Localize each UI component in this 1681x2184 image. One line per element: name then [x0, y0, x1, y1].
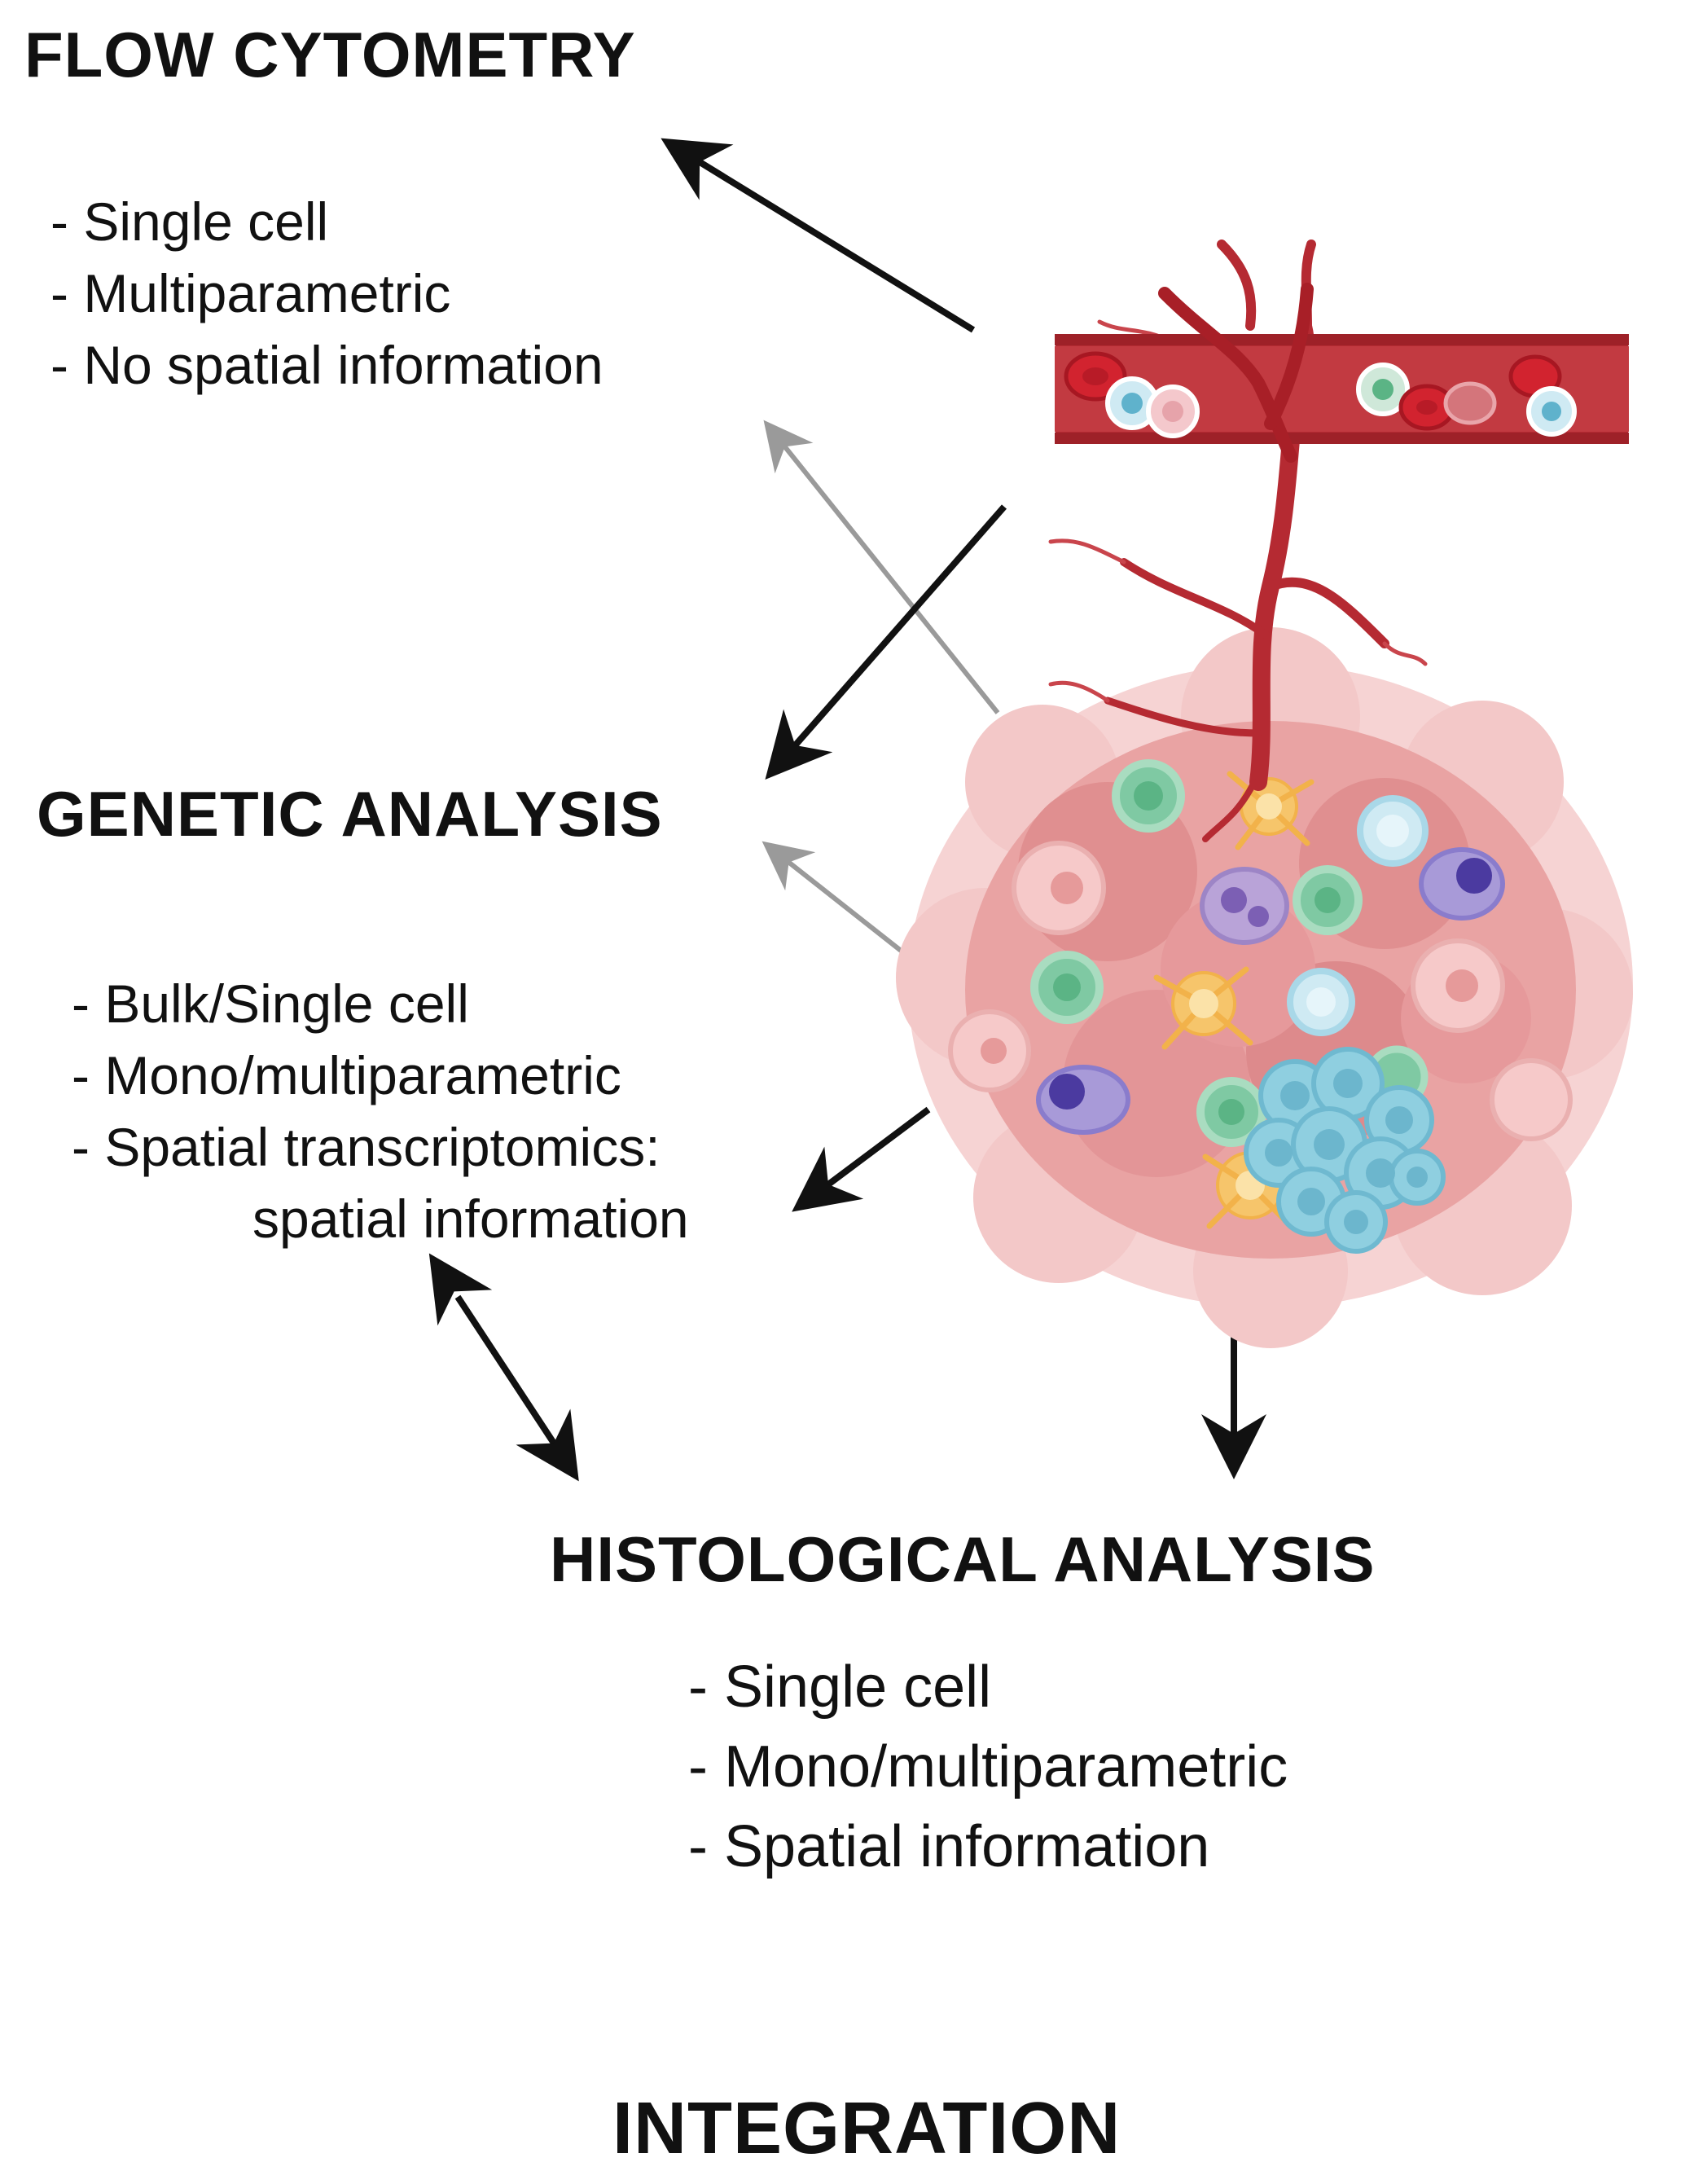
gray-arrow-to-genetic-analysis	[761, 841, 906, 956]
list-item: - No spatial information	[50, 335, 603, 395]
blood-vessel-icon	[1048, 239, 1629, 842]
double-arrow-genetic-histological	[428, 1253, 579, 1482]
list-item: - Mono/multiparametric	[72, 1045, 621, 1105]
gray-arrow-to-flow-cytometry	[763, 420, 1000, 714]
list-item-continuation: spatial information	[252, 1189, 689, 1249]
blood-cells	[1064, 351, 1577, 438]
arrow-to-genetic-analysis	[765, 504, 1007, 780]
arrow-to-spatial-transcriptomics	[792, 1106, 931, 1212]
list-item: - Multiparametric	[50, 263, 451, 323]
list-item: - Spatial transcriptomics:	[72, 1117, 661, 1177]
histological-analysis-list: - Single cell - Mono/multiparametric - S…	[688, 1647, 1288, 1887]
list-item: - Single cell	[50, 191, 329, 252]
list-item: - Mono/multiparametric	[688, 1734, 1288, 1799]
tumor-cell-cluster	[1244, 1047, 1446, 1254]
list-item: spatial information	[72, 1183, 689, 1255]
flow-cytometry-list: - Single cell - Multiparametric - No spa…	[50, 186, 603, 401]
integration-title: INTEGRATION	[612, 2088, 1121, 2169]
tumor-tissue-icon	[896, 627, 1633, 1348]
arrow-to-flow-cytometry	[661, 138, 976, 333]
list-item: - Spatial information	[688, 1814, 1210, 1879]
genetic-analysis-list: - Bulk/Single cell - Mono/multiparametri…	[72, 968, 689, 1255]
list-item: - Single cell	[688, 1654, 992, 1720]
genetic-analysis-title: GENETIC ANALYSIS	[37, 778, 663, 850]
arrows	[428, 138, 1266, 1482]
list-item: - Bulk/Single cell	[72, 973, 469, 1034]
flow-cytometry-title: FLOW CYTOMETRY	[24, 19, 636, 90]
histological-analysis-title: HISTOLOGICAL ANALYSIS	[550, 1523, 1376, 1595]
